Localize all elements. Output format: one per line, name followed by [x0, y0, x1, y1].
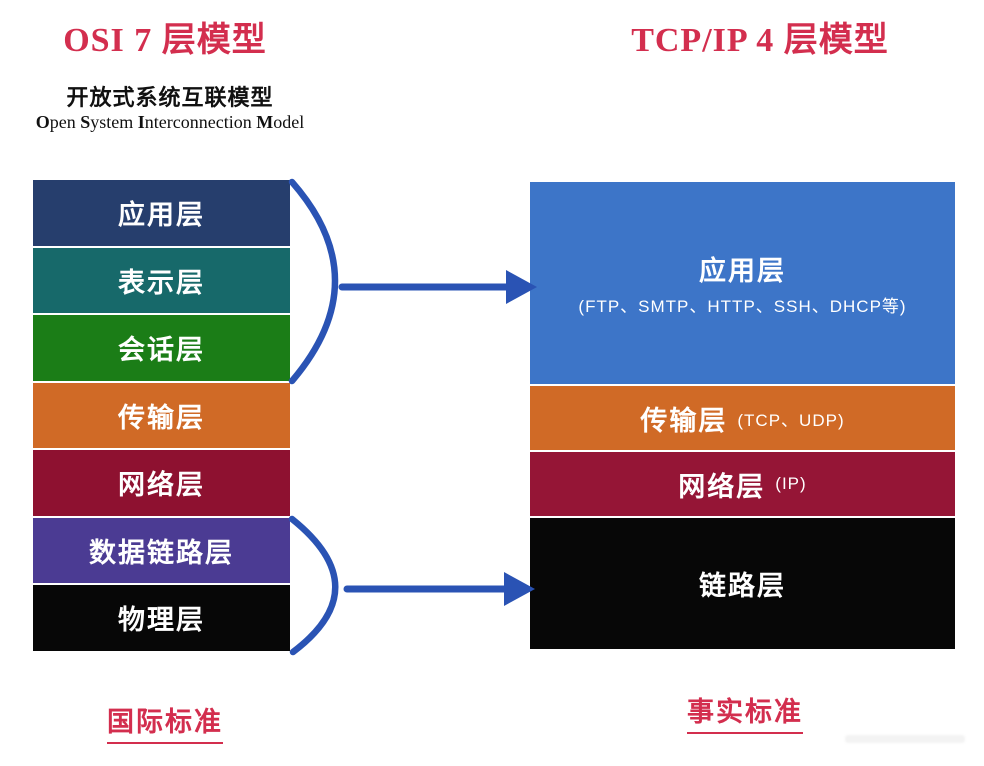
subtitle-en-part: pen: [49, 112, 81, 132]
subtitle-en-part: M: [256, 112, 274, 132]
osi-layer-datalink: 数据链路层: [33, 517, 290, 583]
subtitle-en-part: ystem: [90, 112, 138, 132]
osi-subtitle-en: Open System Interconnection Model: [0, 112, 340, 133]
osi-layer-session: 会话层: [33, 315, 290, 381]
tcpip-footer-label: 事实标准: [687, 690, 803, 734]
osi-layer-presentation: 表示层: [33, 247, 290, 313]
layer-label: 数据链路层: [89, 537, 234, 568]
layer-label: 链路层: [699, 571, 786, 601]
layer-protocols: (TCP、UDP): [737, 410, 845, 430]
layer-label: 物理层: [118, 605, 205, 636]
layer-protocols: (IP): [775, 474, 807, 493]
layer-label: 应用层: [699, 256, 786, 286]
osi-layer-physical: 物理层: [33, 585, 290, 651]
osi-footer: 国际标准: [55, 700, 275, 744]
layer-label: 应用层: [118, 200, 205, 231]
subtitle-en-part: nterconnection: [144, 112, 257, 132]
layer-label: 会话层: [118, 335, 205, 366]
subtitle-en-part: O: [35, 112, 50, 132]
subtitle-en-part: odel: [273, 112, 305, 132]
tcpip-title: TCP/IP 4 层模型: [631, 22, 889, 59]
tcpip-layer-transport: 传输层 (TCP、UDP): [530, 386, 955, 450]
upper-group-brace-icon: [288, 178, 339, 385]
tcpip-layer-network: 网络层 (IP): [530, 452, 955, 516]
osi-layer-network: 网络层: [33, 450, 290, 516]
layer-label: 表示层: [118, 267, 205, 298]
tcpip-stack: 应用层 (FTP、SMTP、HTTP、SSH、DHCP等) 传输层 (TCP、U…: [530, 182, 955, 649]
watermark: [845, 735, 965, 743]
layer-label: 传输层: [640, 405, 728, 436]
osi-footer-label: 国际标准: [107, 700, 223, 744]
osi-layer-transport: 传输层: [33, 382, 290, 448]
osi-subtitle-cn: 开放式系统互联模型: [66, 85, 274, 110]
tcpip-layer-link: 链路层: [530, 518, 955, 649]
connector-overlay: [288, 178, 537, 656]
osi-stack: 应用层 表示层 会话层 传输层 网络层 数据链路层 物理层: [33, 180, 290, 651]
tcpip-layer-application: 应用层 (FTP、SMTP、HTTP、SSH、DHCP等): [530, 182, 955, 384]
layer-label: 网络层: [678, 471, 766, 502]
osi-layer-application: 应用层: [33, 180, 290, 246]
subtitle-en-part: S: [80, 112, 91, 132]
lower-group-brace-icon: [288, 515, 339, 656]
tcpip-footer: 事实标准: [635, 690, 855, 734]
layer-label: 网络层: [118, 470, 205, 501]
osi-title: OSI 7 层模型: [63, 22, 267, 59]
layer-label: 传输层: [118, 402, 205, 433]
subtitle-en-part: I: [137, 112, 145, 132]
layer-protocols: (FTP、SMTP、HTTP、SSH、DHCP等): [578, 297, 907, 316]
